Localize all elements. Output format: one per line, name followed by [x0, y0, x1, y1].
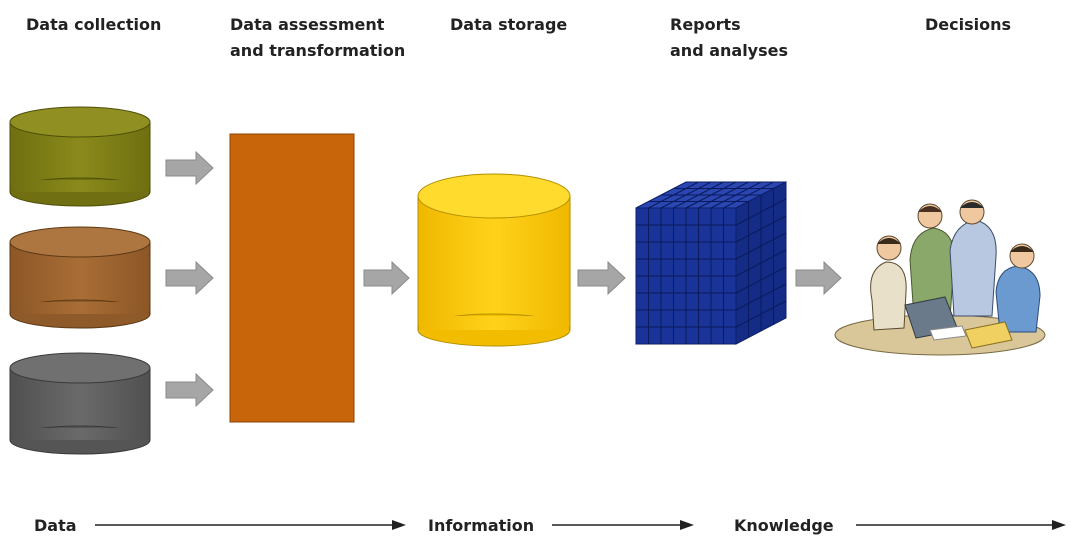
flow-arrow-to-cube [577, 260, 626, 296]
stage-title-reports-line1: Reports [670, 15, 741, 34]
flow-arrow-source-1 [165, 150, 214, 186]
stage-title-assessment-line2: and transformation [230, 41, 405, 60]
flow-arrow-source-3 [165, 372, 214, 408]
stage-title-decisions: Decisions [925, 15, 1011, 34]
people-meeting-illustration [834, 199, 1046, 356]
stage-title-assessment-line1: Data assessment [230, 15, 385, 34]
progression-arrow-information-to-knowledge [552, 520, 694, 530]
progression-label-knowledge: Knowledge [734, 516, 834, 535]
stage-title-reports-line2: and analyses [670, 41, 788, 60]
flow-arrow-to-storage [363, 260, 410, 296]
progression-arrow-data-to-information [95, 520, 406, 530]
progression-arrow-knowledge-end [856, 520, 1066, 530]
flow-arrow-to-decisions [795, 260, 842, 296]
flow-arrow-source-2 [165, 260, 214, 296]
data-source-cylinder-1 [9, 106, 151, 207]
stage-title-storage: Data storage [450, 15, 567, 34]
data-storage-cylinder [417, 173, 571, 347]
progression-label-information: Information [428, 516, 534, 535]
progression-label-data: Data [34, 516, 77, 535]
stage-title-collection: Data collection [26, 15, 161, 34]
transformation-block [229, 133, 355, 423]
analysis-cube [635, 181, 787, 345]
data-source-cylinder-3 [9, 352, 151, 455]
data-source-cylinder-2 [9, 226, 151, 329]
